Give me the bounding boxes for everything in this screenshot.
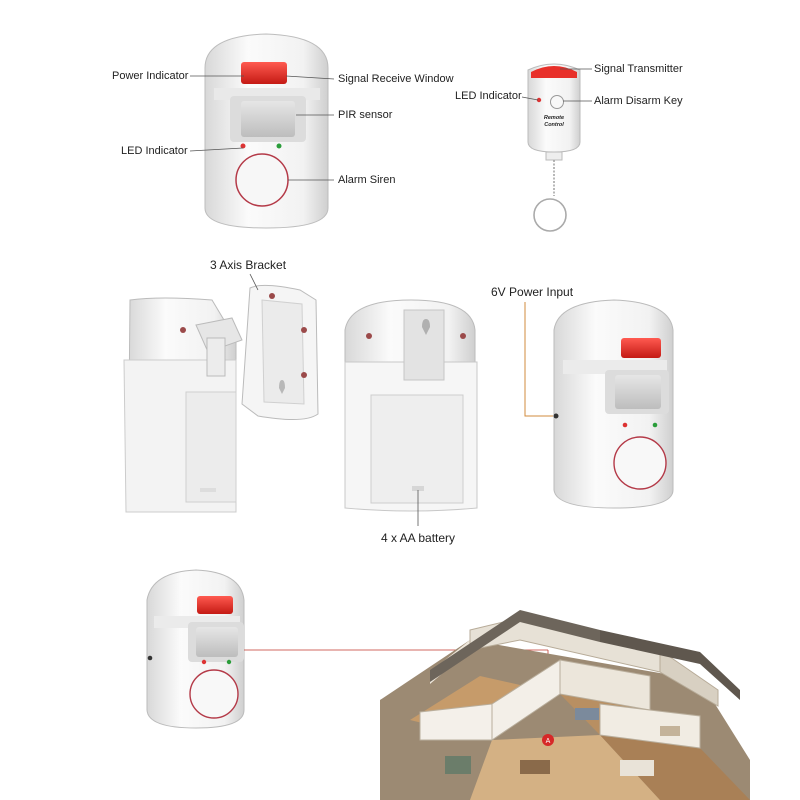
label-led-indicator-main: LED Indicator	[121, 145, 188, 157]
siren-grille	[235, 153, 289, 207]
label-signal-transmitter: Signal Transmitter	[594, 63, 683, 75]
remote-brand-line2: Control	[544, 122, 564, 128]
label-alarm-siren: Alarm Siren	[338, 174, 396, 186]
sensor-installed-view	[146, 569, 245, 729]
remote-brand-line1: Remote	[544, 115, 564, 121]
house-cutaway: A	[380, 610, 750, 800]
sensor-front-view	[553, 299, 674, 509]
label-signal-receive-window: Signal Receive Window	[338, 73, 454, 85]
label-power-indicator: Power Indicator	[112, 70, 189, 82]
label-three-axis-bracket: 3 Axis Bracket	[210, 258, 287, 272]
main-sensor-front	[204, 33, 329, 229]
power-jack	[553, 413, 559, 419]
led-red	[240, 143, 246, 149]
disarm-key	[550, 95, 564, 109]
sensor-location-marker	[542, 734, 554, 746]
battery-cover	[370, 394, 464, 504]
sensor-side-view	[123, 284, 319, 513]
label-led-indicator-remote: LED Indicator	[455, 90, 522, 102]
pir-lens	[241, 101, 295, 137]
label-pir-sensor: PIR sensor	[338, 109, 393, 121]
sensor-back-view	[344, 299, 478, 512]
marker-label: A	[546, 738, 551, 745]
key-ring	[533, 198, 567, 232]
led-green	[276, 143, 282, 149]
label-alarm-disarm-key: Alarm Disarm Key	[594, 95, 683, 107]
label-power-input: 6V Power Input	[491, 285, 574, 299]
label-battery: 4 x AA battery	[381, 531, 456, 545]
remote-control: Remote Control	[527, 63, 581, 232]
power-indicator-window	[241, 62, 287, 84]
